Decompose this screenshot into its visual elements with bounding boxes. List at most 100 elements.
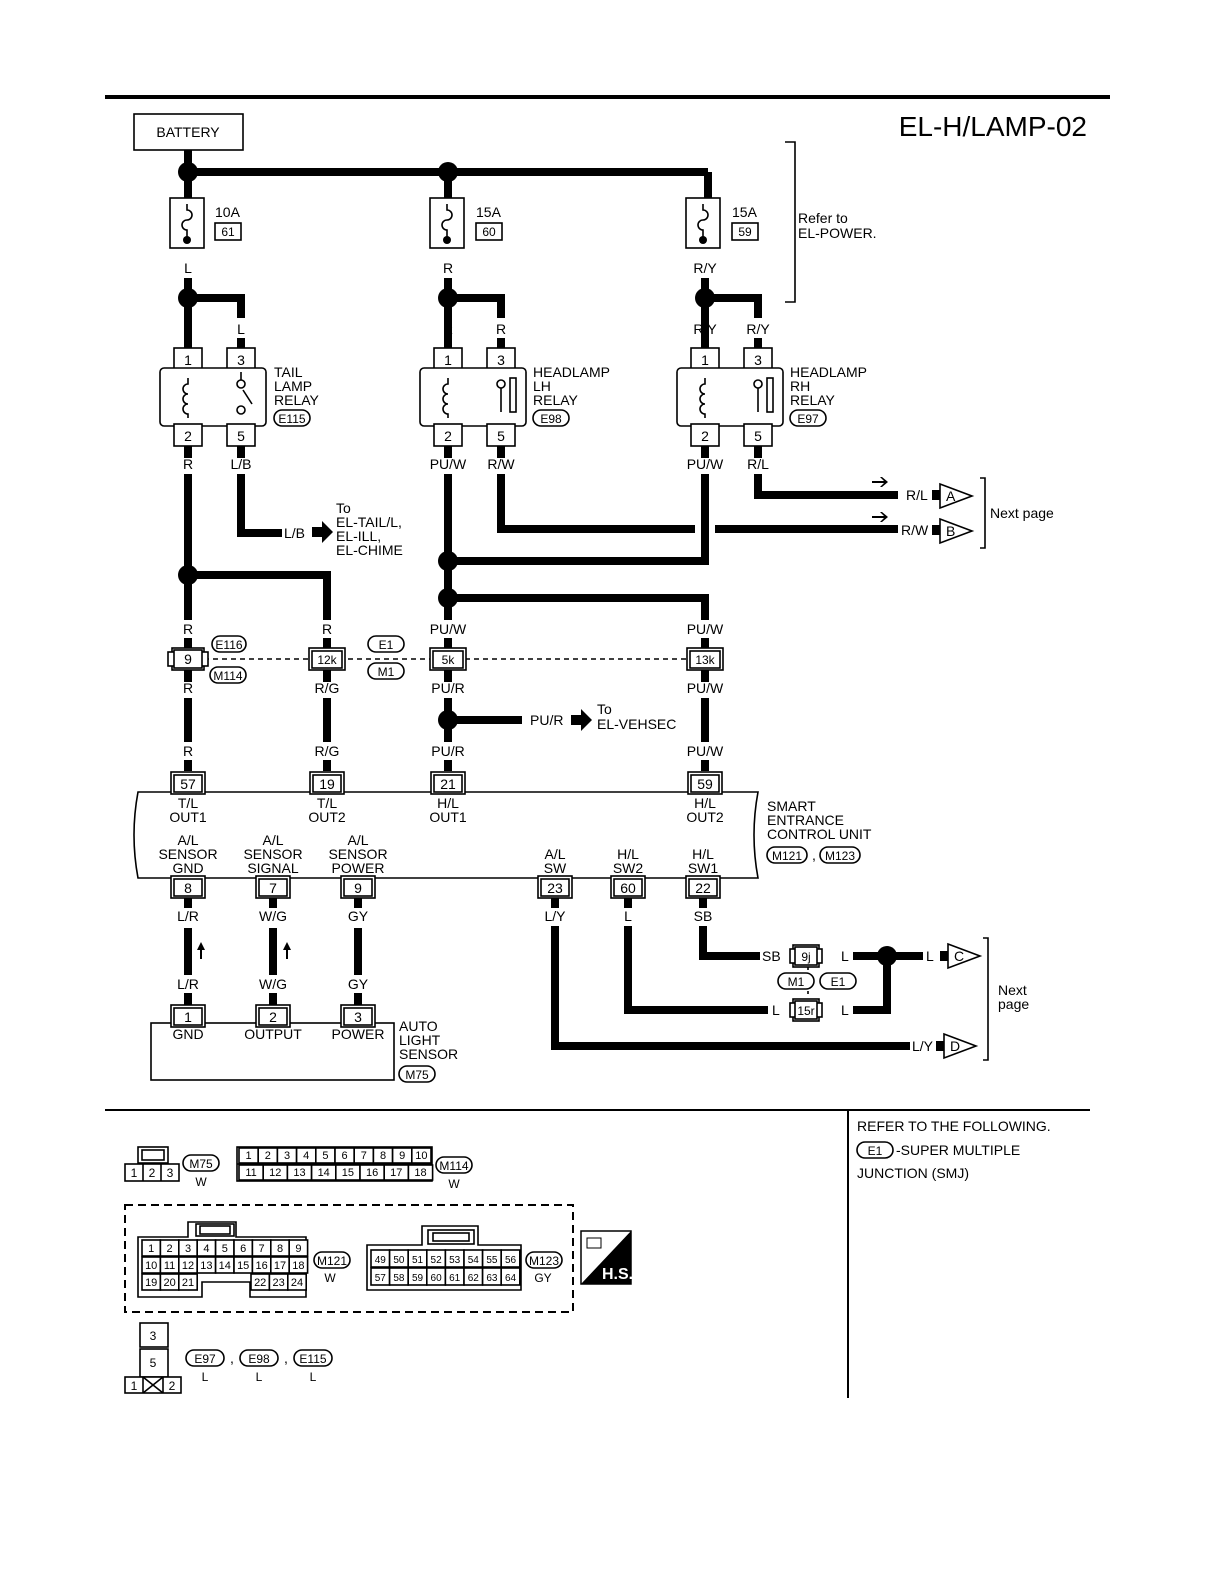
svg-text:AUTO: AUTO: [399, 1018, 438, 1034]
svg-text:SENSOR: SENSOR: [243, 846, 302, 862]
splice-puw-1: [438, 551, 458, 571]
svg-text:57: 57: [180, 776, 196, 792]
svg-text:M1: M1: [788, 975, 805, 989]
m114-pin-label: 5: [322, 1150, 328, 1162]
m114-pin-label: 12: [269, 1167, 281, 1179]
hs-badge-icon: H.S.: [580, 1230, 633, 1285]
svg-text:EL-CHIME: EL-CHIME: [336, 542, 403, 558]
m121-pin-label: 4: [203, 1243, 209, 1255]
m114-pin-label: 1: [246, 1150, 252, 1162]
m121-pin-label: 7: [259, 1243, 265, 1255]
svg-text:GY: GY: [348, 908, 369, 924]
m114-pin-label: 15: [342, 1167, 354, 1179]
m121-pin-label: 23: [272, 1277, 284, 1289]
svg-text:15A: 15A: [732, 204, 758, 220]
svg-text:SENSOR: SENSOR: [399, 1046, 458, 1062]
headlamp-lh-relay: 1 3 2 5 HEADLAMP LH RELAY E98: [419, 347, 610, 447]
m121-pin-label: 16: [255, 1260, 267, 1272]
svg-text:23: 23: [547, 880, 563, 896]
m114-pin-label: 17: [390, 1167, 402, 1179]
svg-text:10A: 10A: [215, 204, 241, 220]
svg-text:E98: E98: [248, 1352, 270, 1366]
svg-text:EL-TAIL/L,: EL-TAIL/L,: [336, 514, 402, 530]
svg-text:L: L: [256, 1370, 263, 1384]
svg-text:W/G: W/G: [259, 976, 287, 992]
m121-pin: [288, 1256, 309, 1274]
svg-text:L: L: [202, 1370, 209, 1384]
svg-text:7: 7: [269, 880, 277, 896]
joint-13k: 13k: [686, 647, 724, 671]
svg-text:19: 19: [319, 776, 335, 792]
connector-m75: 1 2 3 M75 W: [124, 1146, 220, 1189]
svg-text:W: W: [195, 1175, 207, 1189]
svg-text:L/B: L/B: [284, 525, 305, 541]
svg-text:3: 3: [167, 1166, 174, 1180]
svg-text:M123: M123: [825, 849, 855, 863]
m121-pin-label: 17: [274, 1260, 286, 1272]
svg-text:R: R: [183, 621, 193, 637]
svg-text:21: 21: [440, 776, 456, 792]
svg-text:LAMP: LAMP: [274, 378, 312, 394]
arrow-ra: [872, 477, 888, 487]
m123-pin-label: 60: [431, 1273, 443, 1284]
m123-pin-label: 52: [431, 1255, 443, 1266]
tail-lamp-relay: 1 3 2 5 TAIL LAMP RELAY E115: [159, 347, 320, 447]
svg-text:15r: 15r: [797, 1004, 814, 1018]
svg-text:SMART: SMART: [767, 798, 816, 814]
m123-pin-label: 58: [393, 1273, 405, 1284]
svg-text:H/L: H/L: [694, 795, 716, 811]
svg-text:T/L: T/L: [178, 795, 198, 811]
svg-text:L: L: [237, 321, 245, 337]
m123-pin-label: 55: [486, 1255, 498, 1266]
svg-text:W: W: [448, 1177, 460, 1191]
svg-text:R/L: R/L: [906, 487, 928, 503]
svg-text:1: 1: [131, 1379, 138, 1393]
svg-text:59: 59: [738, 225, 752, 239]
svg-text:L: L: [926, 948, 934, 964]
svg-text:12k: 12k: [317, 653, 337, 667]
svg-text:R/G: R/G: [315, 680, 340, 696]
svg-text:PU/R: PU/R: [530, 712, 563, 728]
svg-text:L/Y: L/Y: [544, 908, 566, 924]
svg-text:R: R: [183, 680, 193, 696]
svg-text:2: 2: [184, 428, 192, 444]
svg-text:SW: SW: [544, 860, 567, 876]
svg-text:RELAY: RELAY: [533, 392, 579, 408]
svg-text:RELAY: RELAY: [274, 392, 320, 408]
m121-pin-label: 10: [145, 1260, 157, 1272]
svg-text:1: 1: [131, 1166, 138, 1180]
svg-text:L: L: [184, 260, 192, 276]
battery-label: BATTERY: [156, 124, 220, 140]
m123-pin-label: 64: [505, 1273, 517, 1284]
svg-text:A: A: [946, 488, 956, 504]
arrow-rb: [872, 512, 888, 522]
svg-text:A/L: A/L: [544, 846, 565, 862]
svg-text:2: 2: [701, 428, 709, 444]
m121-pin-label: 3: [185, 1243, 191, 1255]
svg-text:PU/W: PU/W: [687, 743, 724, 759]
m123-pin: [500, 1249, 521, 1268]
svg-text:W/G: W/G: [259, 908, 287, 924]
svg-text:CONTROL UNIT: CONTROL UNIT: [767, 826, 872, 842]
svg-text:R/Y: R/Y: [693, 260, 717, 276]
svg-text:R/W: R/W: [901, 522, 929, 538]
svg-text:H.S.: H.S.: [602, 1266, 633, 1283]
svg-text:H/L: H/L: [692, 846, 714, 862]
svg-text:R: R: [183, 743, 193, 759]
svg-text:5: 5: [150, 1356, 157, 1370]
svg-text:HEADLAMP: HEADLAMP: [790, 364, 867, 380]
svg-text:L/Y: L/Y: [912, 1038, 934, 1054]
svg-text:REFER TO THE FOLLOWING.: REFER TO THE FOLLOWING.: [857, 1118, 1051, 1134]
svg-text:H/L: H/L: [437, 795, 459, 811]
offpage-c: [947, 942, 983, 970]
m114-pin-label: 16: [366, 1167, 378, 1179]
svg-text:L: L: [310, 1370, 317, 1384]
m123-pin-label: 61: [449, 1273, 461, 1284]
svg-text:R: R: [322, 621, 332, 637]
svg-text:To: To: [336, 500, 351, 516]
svg-text:,: ,: [812, 847, 816, 863]
m121-pin-label: 20: [163, 1277, 175, 1289]
m121-pin-label: 22: [254, 1277, 266, 1289]
